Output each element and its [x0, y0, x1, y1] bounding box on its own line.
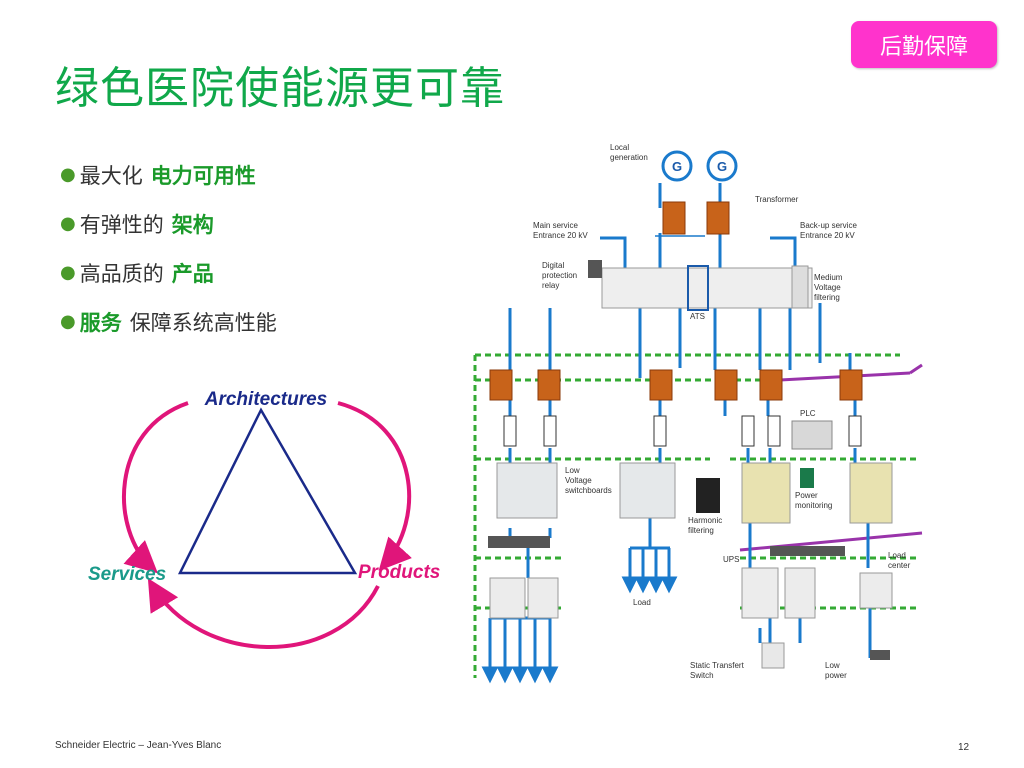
footer-author: Schneider Electric – Jean-Yves Blanc — [55, 740, 222, 751]
bullet-list: ● 最大化 电力可用性 ● 有弹性的 架构 ● 高品质的 产品 ● 服务 保障系… — [60, 150, 277, 346]
harmonic-filter-icon — [696, 478, 720, 513]
ups-cabinets — [741, 567, 816, 619]
bullet-dot-icon: ● — [60, 311, 76, 332]
bullet-dot-icon: ● — [60, 164, 76, 185]
bullet-highlight: 服务 — [79, 310, 122, 335]
bullet-item: ● 有弹性的 架构 — [60, 199, 277, 248]
bullet-dot-icon: ● — [60, 262, 76, 283]
plc-icon — [791, 420, 833, 450]
bullet-item: ● 最大化 电力可用性 — [60, 150, 277, 199]
label-transformer: Transformer — [755, 195, 799, 204]
medium-voltage-filter-icon — [791, 265, 809, 309]
page-number: 12 — [958, 742, 970, 753]
generator-symbol: G — [672, 159, 682, 174]
label-plc: PLC — [800, 409, 816, 418]
label-products: Products — [358, 562, 440, 583]
breaker-icons — [503, 415, 862, 447]
label-load: Load — [633, 598, 651, 607]
bullet-highlight: 电力可用性 — [150, 163, 256, 188]
generator-symbol: G — [717, 159, 727, 174]
bullet-text: 最大化 — [79, 163, 143, 188]
bullet-text: 高品质的 — [79, 261, 164, 286]
cycle-arrow-bottom — [147, 578, 380, 649]
ats-box — [687, 265, 709, 311]
transformer-icons — [489, 201, 863, 401]
label-architectures: Architectures — [204, 389, 328, 410]
bullet-text: 保障系统高性能 — [129, 310, 277, 335]
triangle-cycle-diagram: Architectures Services Products — [88, 389, 440, 649]
low-power-icon — [870, 650, 890, 660]
generator-icon: G — [706, 150, 738, 182]
cycle-arrow-left — [122, 401, 189, 574]
bullet-item: ● 服务 保障系统高性能 — [60, 297, 277, 346]
cycle-arrow-top-right — [337, 401, 412, 571]
generator-icon: G — [661, 150, 693, 182]
switchboard-icons — [496, 462, 893, 524]
digital-relay-icon — [588, 260, 602, 278]
label-ats: ATS — [690, 312, 705, 321]
bullet-highlight: 架构 — [171, 212, 214, 237]
power-monitoring-icon — [800, 468, 814, 488]
static-transfer-switch-icon — [761, 642, 785, 669]
load-arrows — [481, 546, 678, 684]
bullet-dot-icon: ● — [60, 213, 76, 234]
label-services: Services — [88, 564, 166, 585]
label-ups: UPS — [723, 555, 739, 564]
bullet-highlight: 产品 — [171, 261, 214, 286]
slide-title: 绿色医院使能源更可靠 — [55, 63, 505, 114]
bullet-text: 有弹性的 — [79, 212, 164, 237]
busway-icons — [488, 536, 845, 556]
triangle-shape — [177, 407, 358, 575]
category-badge: 后勤保障 — [851, 21, 997, 68]
distribution-boards — [489, 572, 893, 619]
bullet-item: ● 高品质的 产品 — [60, 248, 277, 297]
